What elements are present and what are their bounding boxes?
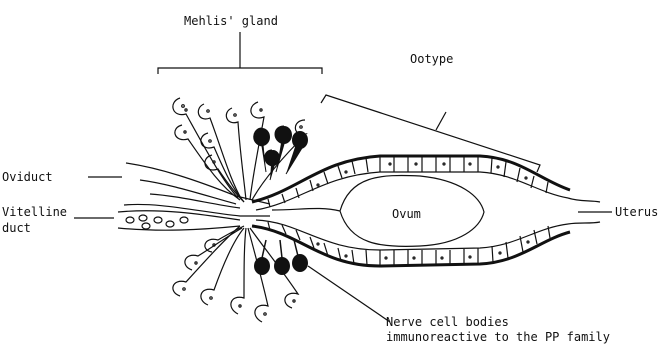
vitelline-label-line1: Vitelline [2,205,67,219]
ootype-label: Ootype [410,52,453,66]
oviduct-label: Oviduct [2,170,53,184]
ovum: Ovum [272,175,484,246]
vitelline-duct-lower-wall [118,226,240,230]
ovum-strand [272,208,340,211]
mehlis-gland-annotation: Mehlis' gland [158,14,322,74]
vitelline-duct-upper-wall [118,211,240,220]
uterus [568,198,612,224]
ootype-annotation: Ootype [321,52,540,172]
mehlis-gland-bracket [158,68,322,74]
ootype-epithelium-cells-top [268,156,548,207]
vitelline-cells [126,215,188,229]
oviduct-lumen-lines [140,180,240,208]
nerve-cell-bodies-upper [254,126,308,180]
mehlis-gland-cells-upper [173,98,306,202]
ootype-inner-wall-top [256,172,568,210]
nerve-label-line1: Nerve cell bodies [386,315,509,329]
uterus-walls [568,198,600,224]
nerve-cell-leader [308,266,390,322]
oviduct [124,163,270,216]
ootype-leader [436,112,446,130]
mehlis-gland-label: Mehlis' gland [184,14,278,28]
vitelline-label-line2: duct [2,221,31,235]
oviduct-upper-wall [126,163,270,204]
ovum-label: Ovum [392,207,421,221]
uterus-label: Uterus [615,205,658,219]
nerve-label-line2: immunoreactive to the PP family [386,330,610,344]
